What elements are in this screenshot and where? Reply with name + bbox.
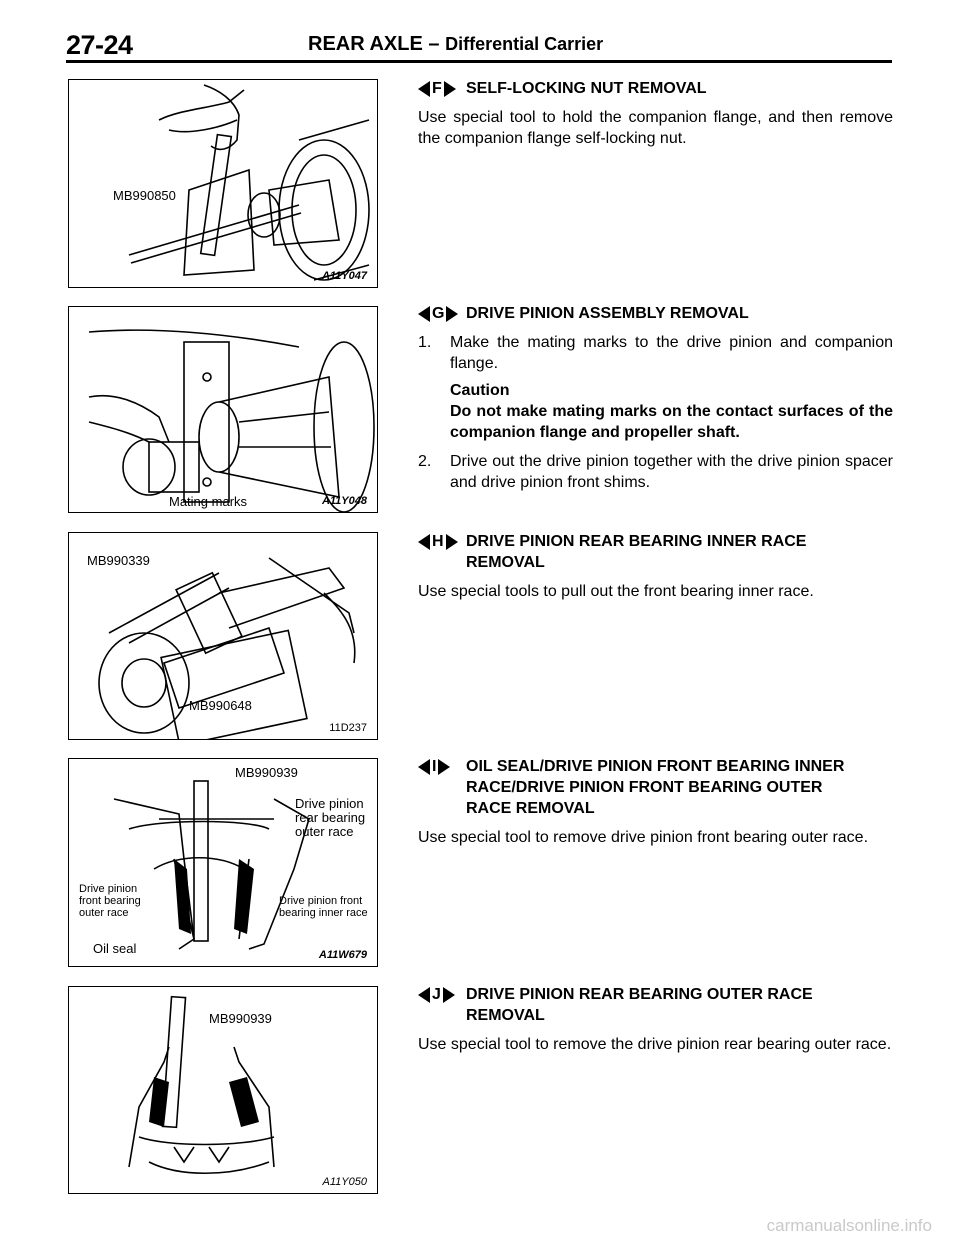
figure-label: MB990339	[87, 553, 150, 568]
step-text: Drive out the drive pinion together with…	[450, 453, 893, 491]
section-body: Use special tool to remove the drive pin…	[418, 1036, 892, 1053]
section-j: J DRIVE PINION REAR BEARING OUTER RACE R…	[418, 984, 893, 1055]
figure-label: MB990939	[235, 765, 298, 780]
illustration-drive-pinion-assembly	[88, 329, 375, 512]
section-heading: G DRIVE PINION ASSEMBLY REMOVAL	[418, 303, 893, 324]
page-number: 27-24	[66, 30, 133, 60]
figure-code: 11D237	[329, 722, 367, 734]
reference-marker: J	[418, 984, 466, 1005]
left-triangle-icon	[418, 758, 430, 775]
figure-self-locking-nut: MB990850 A11Y047	[68, 79, 378, 288]
section-heading: J DRIVE PINION REAR BEARING OUTER RACE R…	[418, 984, 893, 1026]
figure-code: A11Y048	[321, 495, 367, 507]
section-title: OIL SEAL/DRIVE PINION FRONT BEARING INNE…	[466, 758, 845, 817]
left-triangle-icon	[418, 986, 430, 1003]
right-triangle-icon	[446, 305, 459, 322]
chapter-title: REAR AXLE	[308, 33, 423, 55]
step-number: 1.	[418, 334, 432, 351]
section-title: DRIVE PINION REAR BEARING OUTER RACE REM…	[466, 986, 813, 1024]
watermark: carmanualsonline.info	[766, 1216, 932, 1235]
illustration-holding-companion-flange	[128, 84, 370, 281]
figure-label: MB990850	[113, 188, 176, 203]
figure-code: A11Y050	[322, 1176, 367, 1188]
right-triangle-icon	[442, 986, 455, 1003]
chapter-subtitle: Differential Carrier	[445, 34, 604, 54]
reference-marker: G	[418, 303, 466, 324]
section-g: G DRIVE PINION ASSEMBLY REMOVAL 1. Make …	[418, 303, 893, 493]
section-title: SELF-LOCKING NUT REMOVAL	[466, 80, 707, 97]
right-triangle-icon	[438, 758, 451, 775]
illustration-carrier-section-front	[113, 780, 310, 950]
figure-code: A11W679	[318, 949, 367, 961]
section-body: Use special tools to pull out the front …	[418, 583, 814, 600]
header-rule	[66, 60, 892, 63]
reference-marker: F	[418, 78, 466, 99]
figure-label: Mating marks	[169, 494, 248, 509]
figure-label: Drive pinion front bearing outer race	[79, 883, 141, 919]
section-body: Use special tool to hold the companion f…	[418, 109, 893, 147]
section-f: F SELF-LOCKING NUT REMOVAL Use special t…	[418, 78, 893, 149]
title-separator: –	[428, 33, 440, 55]
step-item: 2. Drive out the drive pinion together w…	[418, 451, 893, 493]
figure-label: Oil seal	[93, 941, 137, 956]
step-number: 2.	[418, 453, 432, 470]
illustration-bearing-puller	[98, 557, 356, 739]
right-triangle-icon	[445, 533, 458, 550]
section-heading: F SELF-LOCKING NUT REMOVAL	[418, 78, 893, 99]
figure-rear-bearing-inner-race: MB990339 MB990648 11D237	[68, 532, 378, 740]
left-triangle-icon	[418, 305, 430, 322]
step-text: Make the mating marks to the drive pinio…	[450, 334, 893, 372]
section-i: I OIL SEAL/DRIVE PINION FRONT BEARING IN…	[418, 756, 893, 848]
illustration-carrier-section-rear	[128, 995, 275, 1175]
right-triangle-icon	[443, 80, 456, 97]
figure-label: Drive pinion front bearing inner race	[279, 895, 368, 919]
figure-rear-bearing-outer-race: MB990939 A11Y050	[68, 986, 378, 1194]
section-body: Use special tool to remove drive pinion …	[418, 829, 869, 846]
figure-label: MB990939	[209, 1011, 272, 1026]
section-title: DRIVE PINION REAR BEARING INNER RACE REM…	[466, 533, 807, 571]
caution-text: Do not make mating marks on the contact …	[450, 403, 893, 441]
left-triangle-icon	[418, 80, 430, 97]
step-item: 1. Make the mating marks to the drive pi…	[418, 332, 893, 374]
page-title: REAR AXLE – Differential Carrier	[308, 33, 603, 56]
section-h: H DRIVE PINION REAR BEARING INNER RACE R…	[418, 531, 893, 602]
figure-label: Drive pinion rear bearing outer race	[295, 796, 366, 839]
caution-label: Caution	[450, 382, 510, 399]
reference-marker: H	[418, 531, 466, 552]
reference-marker: I	[418, 756, 466, 777]
section-title: DRIVE PINION ASSEMBLY REMOVAL	[466, 305, 749, 322]
figure-mating-marks: Mating marks A11Y048	[68, 306, 378, 513]
section-heading: H DRIVE PINION REAR BEARING INNER RACE R…	[418, 531, 893, 573]
figure-oil-seal-front-bearing: MB990939 Drive pinion rear bearing outer…	[68, 758, 378, 967]
figure-code: A11Y047	[321, 270, 367, 282]
figure-label: MB990648	[189, 698, 252, 713]
section-heading: I OIL SEAL/DRIVE PINION FRONT BEARING IN…	[418, 756, 893, 819]
left-triangle-icon	[418, 533, 430, 550]
